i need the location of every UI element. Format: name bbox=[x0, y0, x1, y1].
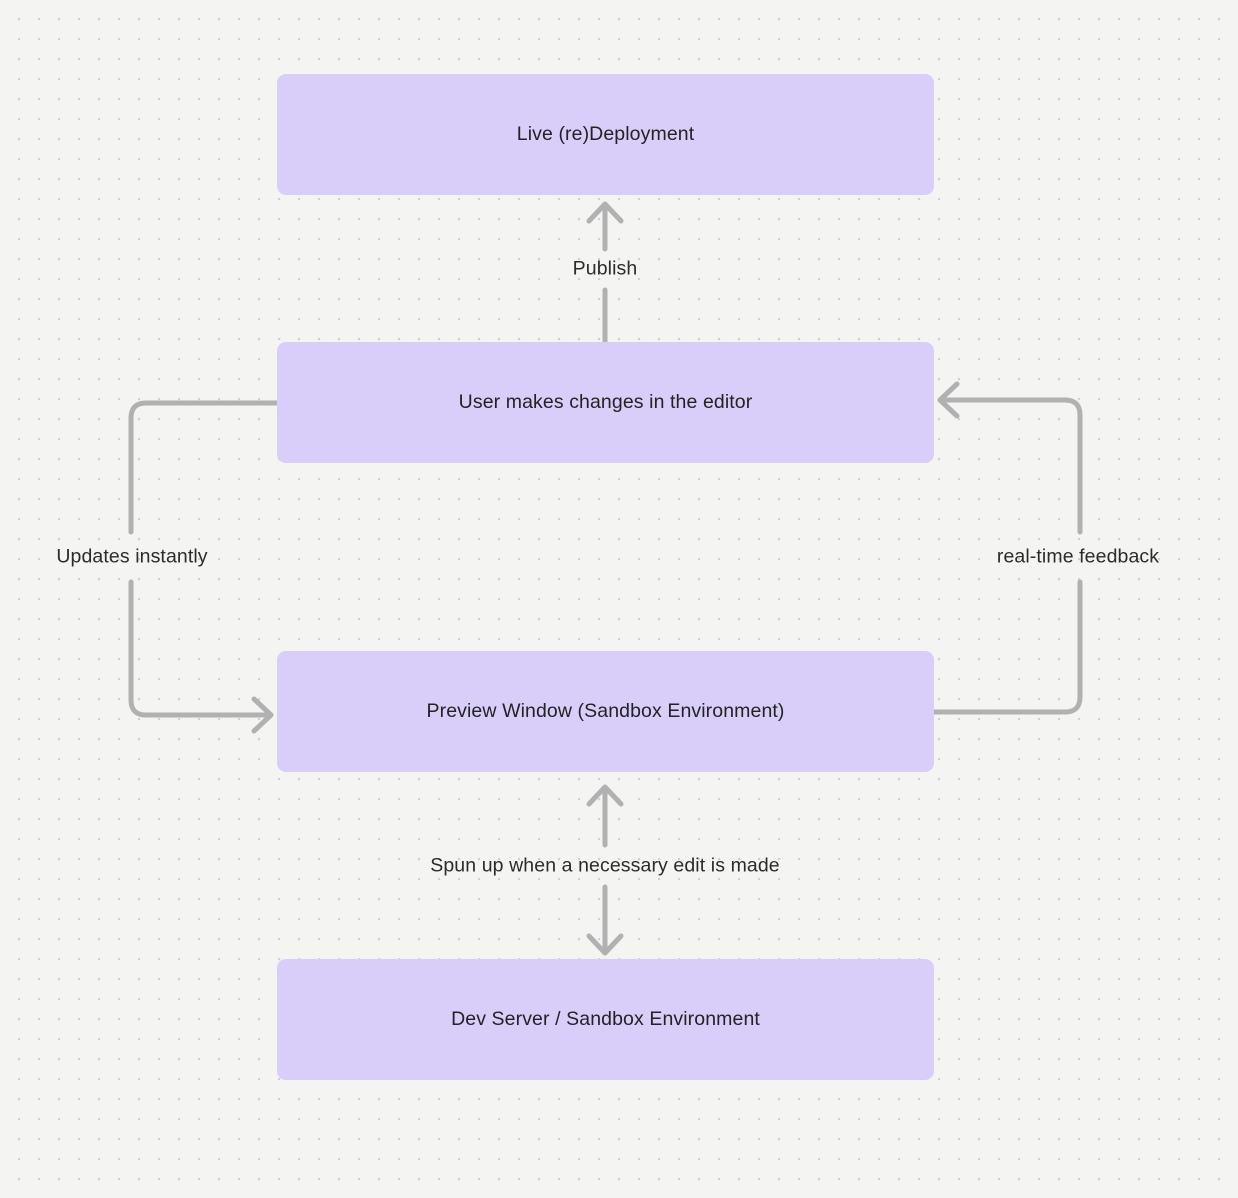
node-label-live-deployment: Live (re)Deployment bbox=[516, 122, 695, 145]
node-label-preview-window: Preview Window (Sandbox Environment) bbox=[426, 699, 785, 722]
node-label-dev-server: Dev Server / Sandbox Environment bbox=[451, 1007, 760, 1030]
node-live-deployment[interactable]: Live (re)Deployment bbox=[277, 74, 934, 195]
edge-label-real-time-feedback: real-time feedback bbox=[996, 545, 1160, 568]
node-label-user-edits: User makes changes in the editor bbox=[458, 390, 753, 413]
node-preview-window[interactable]: Preview Window (Sandbox Environment) bbox=[277, 651, 934, 772]
node-dev-server[interactable]: Dev Server / Sandbox Environment bbox=[277, 959, 934, 1080]
edge-label-spun-up: Spun up when a necessary edit is made bbox=[430, 854, 780, 877]
node-user-edits[interactable]: User makes changes in the editor bbox=[277, 342, 934, 463]
edge-label-updates-instantly: Updates instantly bbox=[56, 545, 208, 568]
edge-label-publish: Publish bbox=[572, 257, 638, 280]
